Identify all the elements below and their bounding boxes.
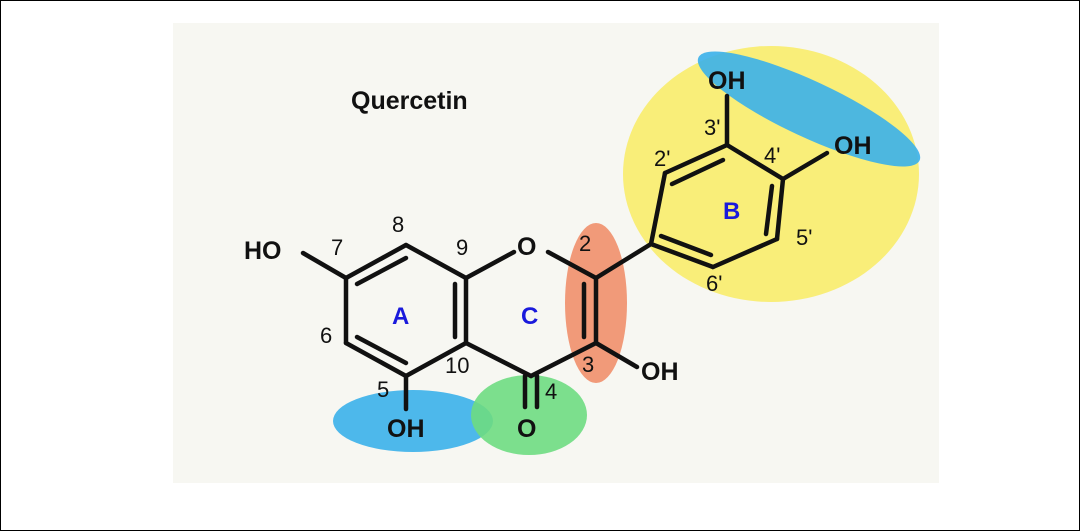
position-7: 7: [331, 235, 343, 260]
bond-c2p-c3p: [662, 142, 730, 176]
ring-label-c: C: [521, 303, 538, 330]
bond-c10-c5: [403, 340, 469, 379]
position-3prime: 3': [704, 115, 720, 140]
bond-c4p-oh: [780, 150, 830, 182]
position-2: 2: [579, 231, 591, 256]
ring-c-bonds: [463, 249, 599, 379]
position-6prime: 6': [706, 271, 722, 296]
position-3: 3: [582, 352, 594, 377]
bond-c7-c8-inner: [354, 255, 409, 287]
atom-o-4: O: [517, 415, 536, 443]
bond-c6p-c1p: [648, 241, 716, 270]
bond-c4-c10: [463, 340, 534, 379]
bond-c6p-c1p-inner: [658, 233, 714, 258]
bond-c8-c9: [403, 242, 469, 281]
carbonyl-highlight: [471, 375, 587, 455]
position-9: 9: [456, 235, 468, 260]
ring-b-bonds: [648, 93, 830, 270]
hydroxyl-5-highlight: [333, 390, 493, 452]
bond-c2-c1p: [593, 241, 654, 281]
bond-c4p-c5p-inner: [763, 183, 775, 237]
bond-c3-oh: [593, 340, 640, 370]
bond-c5p-c6p: [710, 236, 780, 270]
position-4prime: 4': [764, 143, 780, 168]
bond-c3-c4: [528, 340, 599, 379]
position-8: 8: [392, 212, 404, 237]
ring-label-b: B: [723, 198, 740, 225]
ring-label-a: A: [392, 303, 409, 330]
ring-a-bonds: [343, 242, 469, 379]
atom-oh-5: OH: [387, 415, 425, 443]
atom-ho-7: HO: [244, 237, 282, 265]
position-5: 5: [377, 377, 389, 402]
atom-oh-3prime: OH: [708, 67, 746, 95]
bond-c5-c6-inner: [354, 334, 409, 366]
position-10: 10: [445, 353, 469, 378]
position-2prime: 2': [654, 146, 670, 171]
atom-oh-4prime: OH: [834, 132, 872, 160]
atom-o-1: O: [517, 233, 536, 261]
bond-c1p-c2p: [648, 170, 668, 247]
bond-c7-c8: [343, 242, 409, 281]
bond-c9-o1: [463, 249, 517, 281]
bond-c3p-c4p: [724, 142, 786, 182]
bond-c5-c6: [343, 340, 409, 379]
position-4: 4: [545, 379, 557, 404]
bond-o1-c2: [545, 249, 599, 281]
atom-oh-3: OH: [641, 358, 679, 386]
position-6: 6: [320, 323, 332, 348]
bond-c2p-c3p-inner: [669, 157, 726, 187]
catechol-hydroxyl-highlight: [697, 51, 921, 167]
substituent-bonds: [300, 241, 654, 412]
bond-c4p-c5p: [774, 176, 786, 242]
bond-c7-oh: [300, 250, 349, 281]
position-5prime: 5': [796, 225, 812, 250]
diagram-title: Quercetin: [351, 87, 468, 115]
